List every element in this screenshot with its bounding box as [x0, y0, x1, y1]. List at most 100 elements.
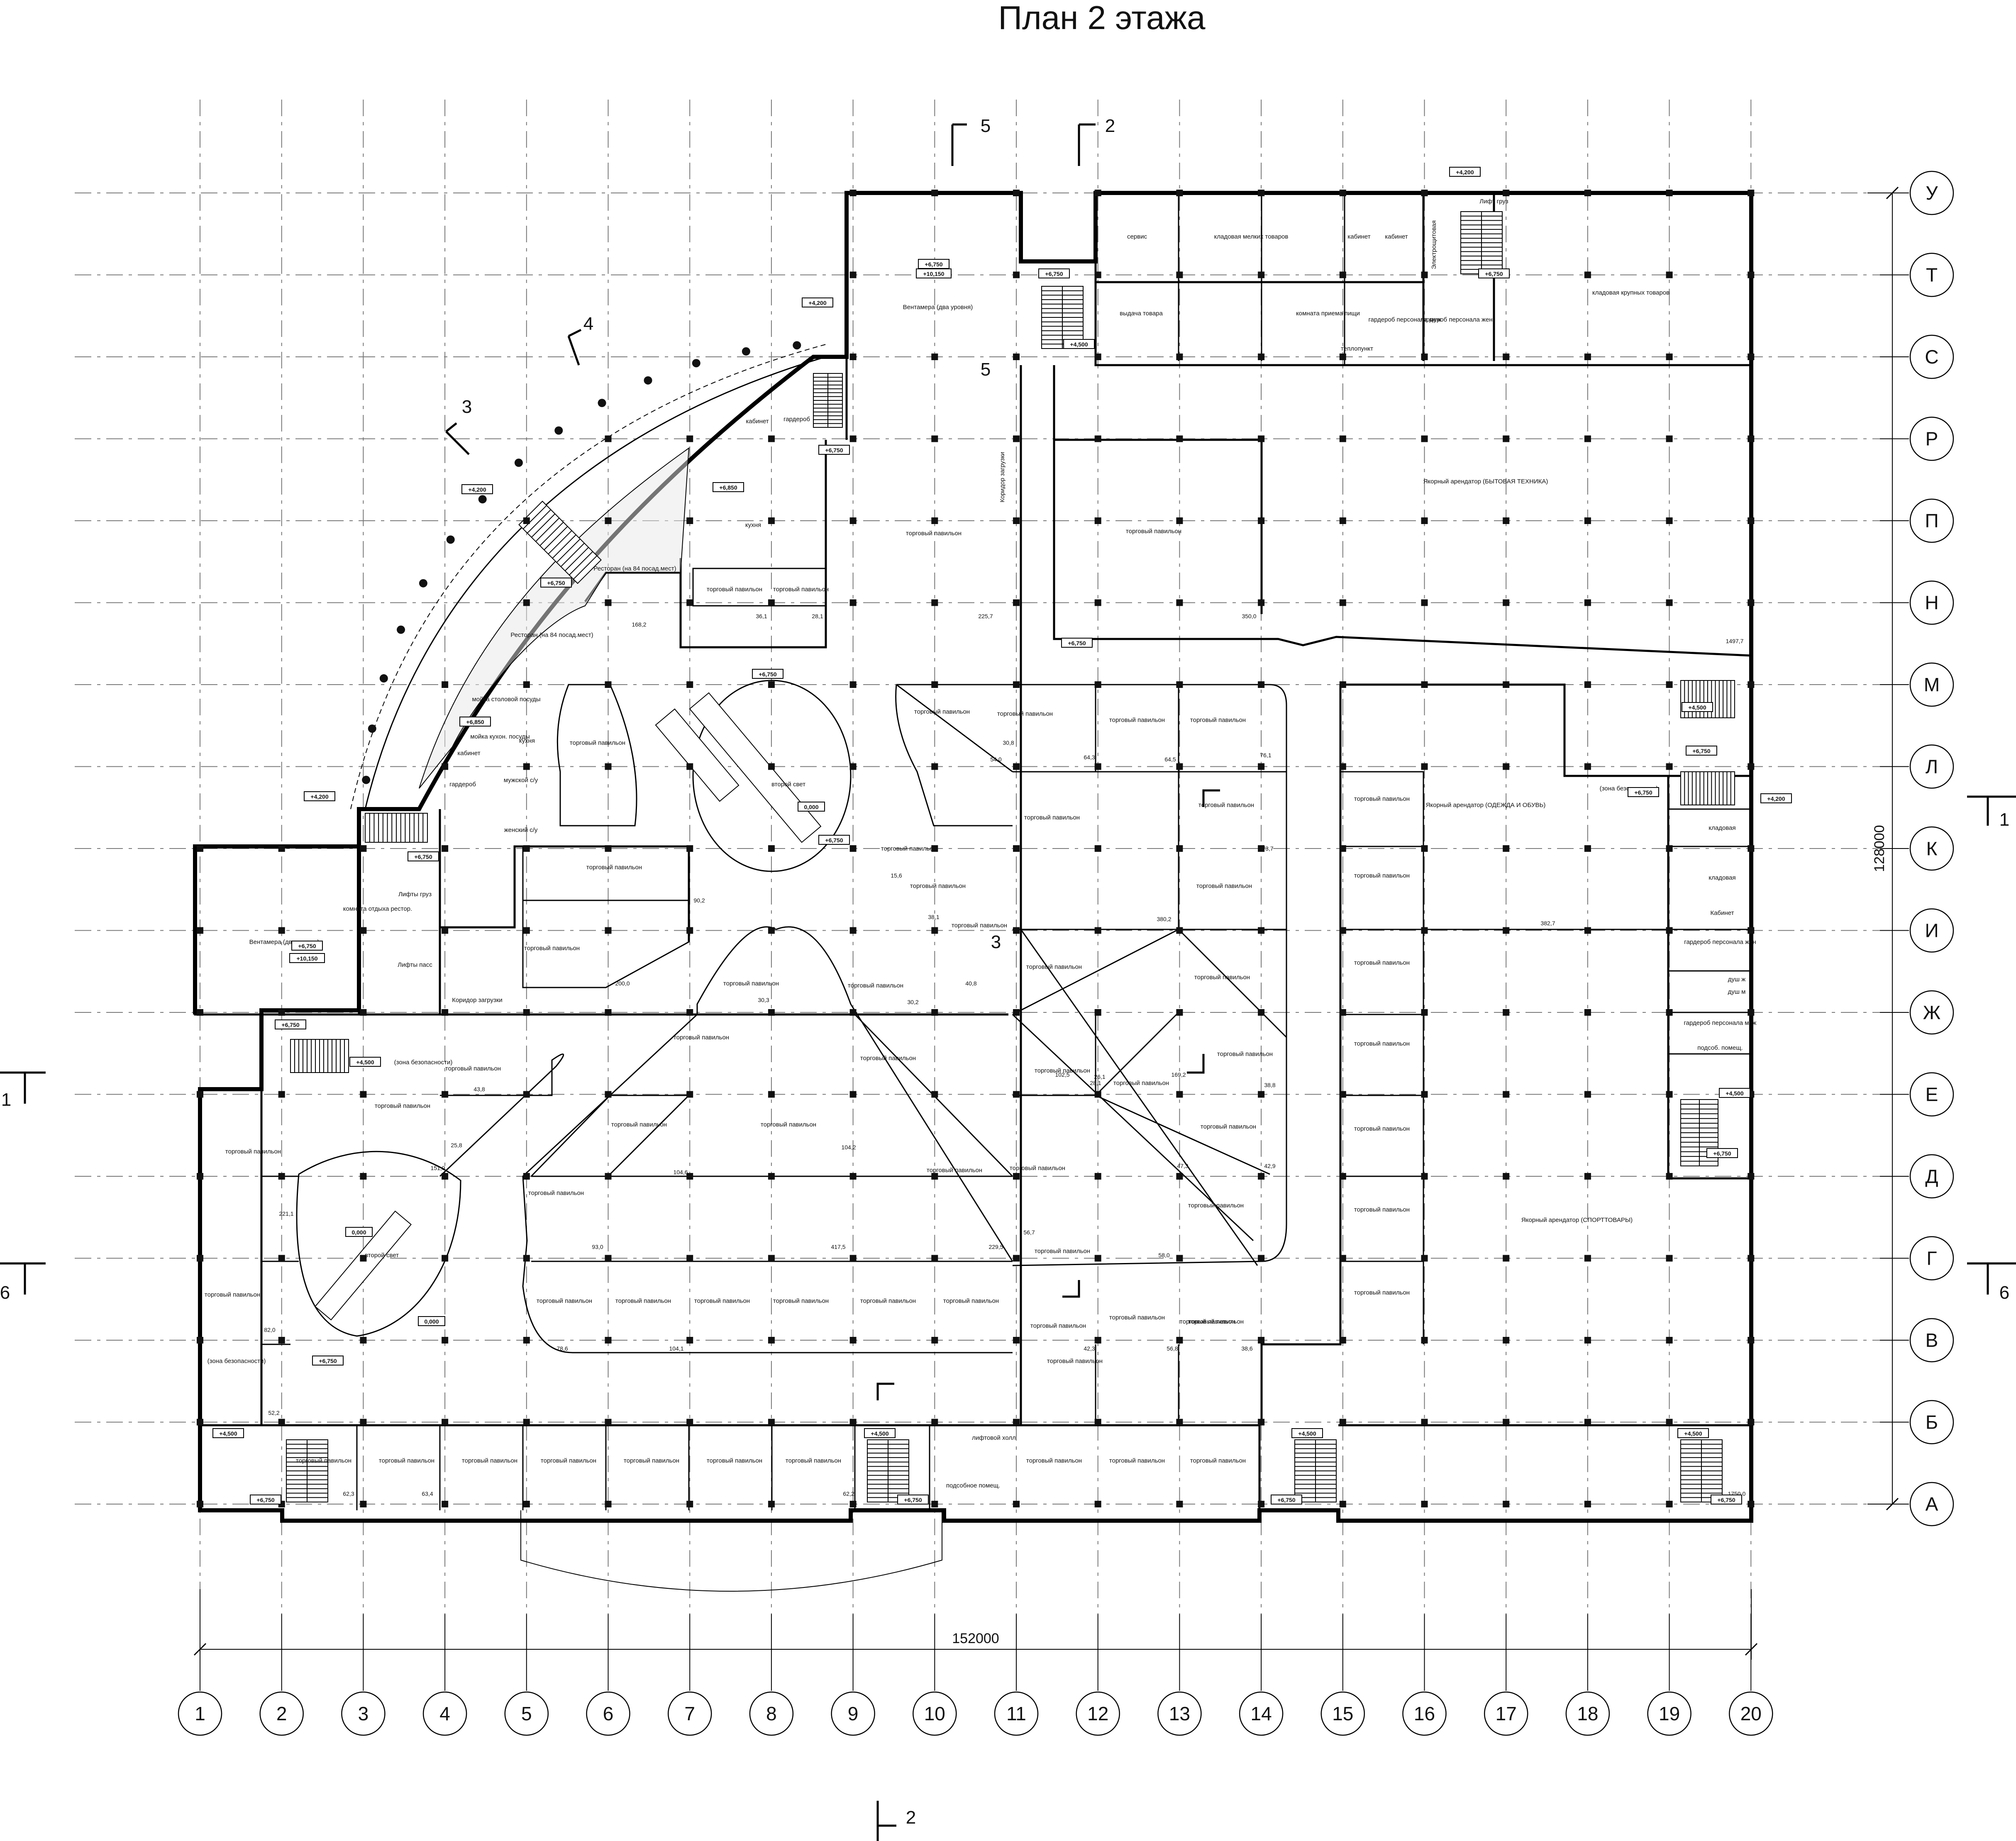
column-5-14	[523, 1337, 530, 1344]
column-13-0	[1176, 190, 1183, 196]
column-9-10	[849, 1009, 857, 1016]
row-bubble-12	[1909, 1154, 1954, 1199]
room-label-utility: подсобное помещ.	[946, 1482, 1000, 1489]
dimension-height: 128000	[1867, 186, 1901, 1511]
column-18-3	[1584, 435, 1591, 442]
pavilion-label-11: торговый павильон	[1198, 802, 1254, 809]
column-17-3	[1503, 435, 1510, 442]
room-label-wash-kitchen: мойка кухон. посуды	[470, 733, 530, 740]
column-15-12	[1339, 1173, 1346, 1180]
section-6-left-label: 6	[0, 1283, 10, 1303]
column-19-8	[1666, 845, 1673, 852]
stair-4	[290, 1039, 349, 1073]
elevation-mark-4: +6,750	[1478, 268, 1510, 278]
col-bubble-10	[913, 1691, 957, 1736]
column-4-6	[442, 681, 449, 688]
pavilion-label-30: торговый павильон	[1010, 1165, 1065, 1172]
elevation-mark-29: +6,750	[1271, 1495, 1302, 1504]
stair-diagonal	[518, 500, 602, 584]
column-7-6	[686, 681, 693, 688]
column-12-0	[1094, 190, 1101, 196]
column-5-7	[523, 763, 530, 770]
pavilion-label-54: торговый павильон	[707, 1457, 762, 1464]
column-19-2	[1666, 354, 1673, 360]
column-9-6	[849, 681, 857, 688]
column-10-11	[931, 1091, 938, 1098]
elevation-mark-1: +6,750	[1038, 268, 1070, 278]
column-9-11	[849, 1091, 857, 1098]
svg-text:+6,750: +6,750	[547, 580, 565, 586]
elevation-mark-35: +6,750	[1686, 746, 1717, 756]
svg-text:+4,500: +4,500	[356, 1059, 374, 1066]
room-label-large-storage: кладовая крупных товаров	[1592, 289, 1669, 296]
row-axis-label-8: К	[1926, 838, 1938, 859]
column-11-15	[1013, 1419, 1020, 1426]
column-9-8	[849, 845, 857, 852]
column-14-8	[1258, 845, 1265, 852]
area-label-3: 225,7	[978, 613, 993, 619]
room-label-wc-m: мужской с/у	[504, 777, 538, 784]
column-7-4	[686, 517, 693, 524]
col-axis-label-9: 9	[848, 1703, 859, 1724]
pavilion-label-9: торговый павильон	[1109, 717, 1165, 724]
column-8-7	[768, 763, 775, 770]
column-19-13	[1666, 1255, 1673, 1262]
pavilion-label-63: торговый павильон	[1354, 1125, 1410, 1132]
area-label-12: 380,2	[1157, 916, 1171, 922]
column-12-4	[1094, 517, 1101, 524]
pavilion-label-6: торговый павильон	[524, 945, 580, 952]
column-14-7	[1258, 763, 1265, 770]
column-6-14	[605, 1337, 612, 1344]
column-17-15	[1503, 1419, 1510, 1426]
area-label-32: 417,5	[831, 1244, 845, 1250]
section-1-right-label: 1	[1999, 810, 2009, 830]
area-label-6: 54,0	[990, 756, 1001, 763]
area-label-1: 36,1	[756, 613, 767, 619]
elevation-mark-2: +4,500	[1063, 339, 1095, 349]
light-wells	[296, 680, 852, 1337]
row-bubble-16	[1909, 1482, 1954, 1526]
col-bubble-1	[178, 1691, 222, 1736]
column-5-6	[523, 681, 530, 688]
column-11-2	[1013, 354, 1020, 360]
pavilion-label-49: торговый павильон	[296, 1457, 351, 1464]
section-2-bottom-label: 2	[906, 1807, 916, 1828]
elevation-mark-16: +10,150	[289, 953, 325, 963]
area-label-28: 221,1	[279, 1210, 293, 1217]
column-20-2	[1748, 354, 1755, 360]
column-18-9	[1584, 927, 1591, 934]
room-label-anchor-appliances: Якорный арендатор (БЫТОВАЯ ТЕХНИКА)	[1423, 478, 1548, 485]
pavilion-label-18: торговый павильон	[1194, 974, 1250, 981]
pavilion-label-65: торговый павильон	[1354, 1289, 1410, 1296]
elevation-mark-28: +4,500	[1291, 1428, 1323, 1438]
room-label-anchor-sport: Якорный арендатор (СПОРТТОВАРЫ)	[1521, 1217, 1633, 1224]
area-label-9: 64,5	[1164, 756, 1176, 763]
col-axis-label-12: 12	[1087, 1703, 1108, 1724]
column-8-15	[768, 1419, 775, 1426]
svg-text:+6,750: +6,750	[825, 447, 843, 454]
column-17-13	[1503, 1255, 1510, 1262]
area-label-14: 90,2	[693, 897, 705, 904]
column-5-9	[523, 927, 530, 934]
column-19-6	[1666, 681, 1673, 688]
column-13-15	[1176, 1419, 1183, 1426]
stair-7	[1041, 286, 1084, 349]
column-5-4	[523, 517, 530, 524]
column-8-3	[768, 435, 775, 442]
room-label-cabinet1: кабинет	[746, 418, 769, 425]
column-2-12	[278, 1173, 285, 1180]
pavilion-label-2: торговый павильон	[773, 586, 829, 593]
pavilion-label-52: торговый павильон	[541, 1457, 596, 1464]
stair-8	[1460, 211, 1503, 274]
column-14-0	[1258, 190, 1265, 196]
col-bubble-20	[1729, 1691, 1773, 1736]
col-bubble-12	[1076, 1691, 1120, 1736]
elevation-mark-23: +6,750	[312, 1356, 344, 1366]
pavilion-label-7: торговый павильон	[914, 708, 970, 715]
col-axis-label-3: 3	[358, 1703, 369, 1724]
column-8-14	[768, 1337, 775, 1344]
column-19-3	[1666, 435, 1673, 442]
column-20-1	[1748, 271, 1755, 278]
column-14-14	[1258, 1337, 1265, 1344]
